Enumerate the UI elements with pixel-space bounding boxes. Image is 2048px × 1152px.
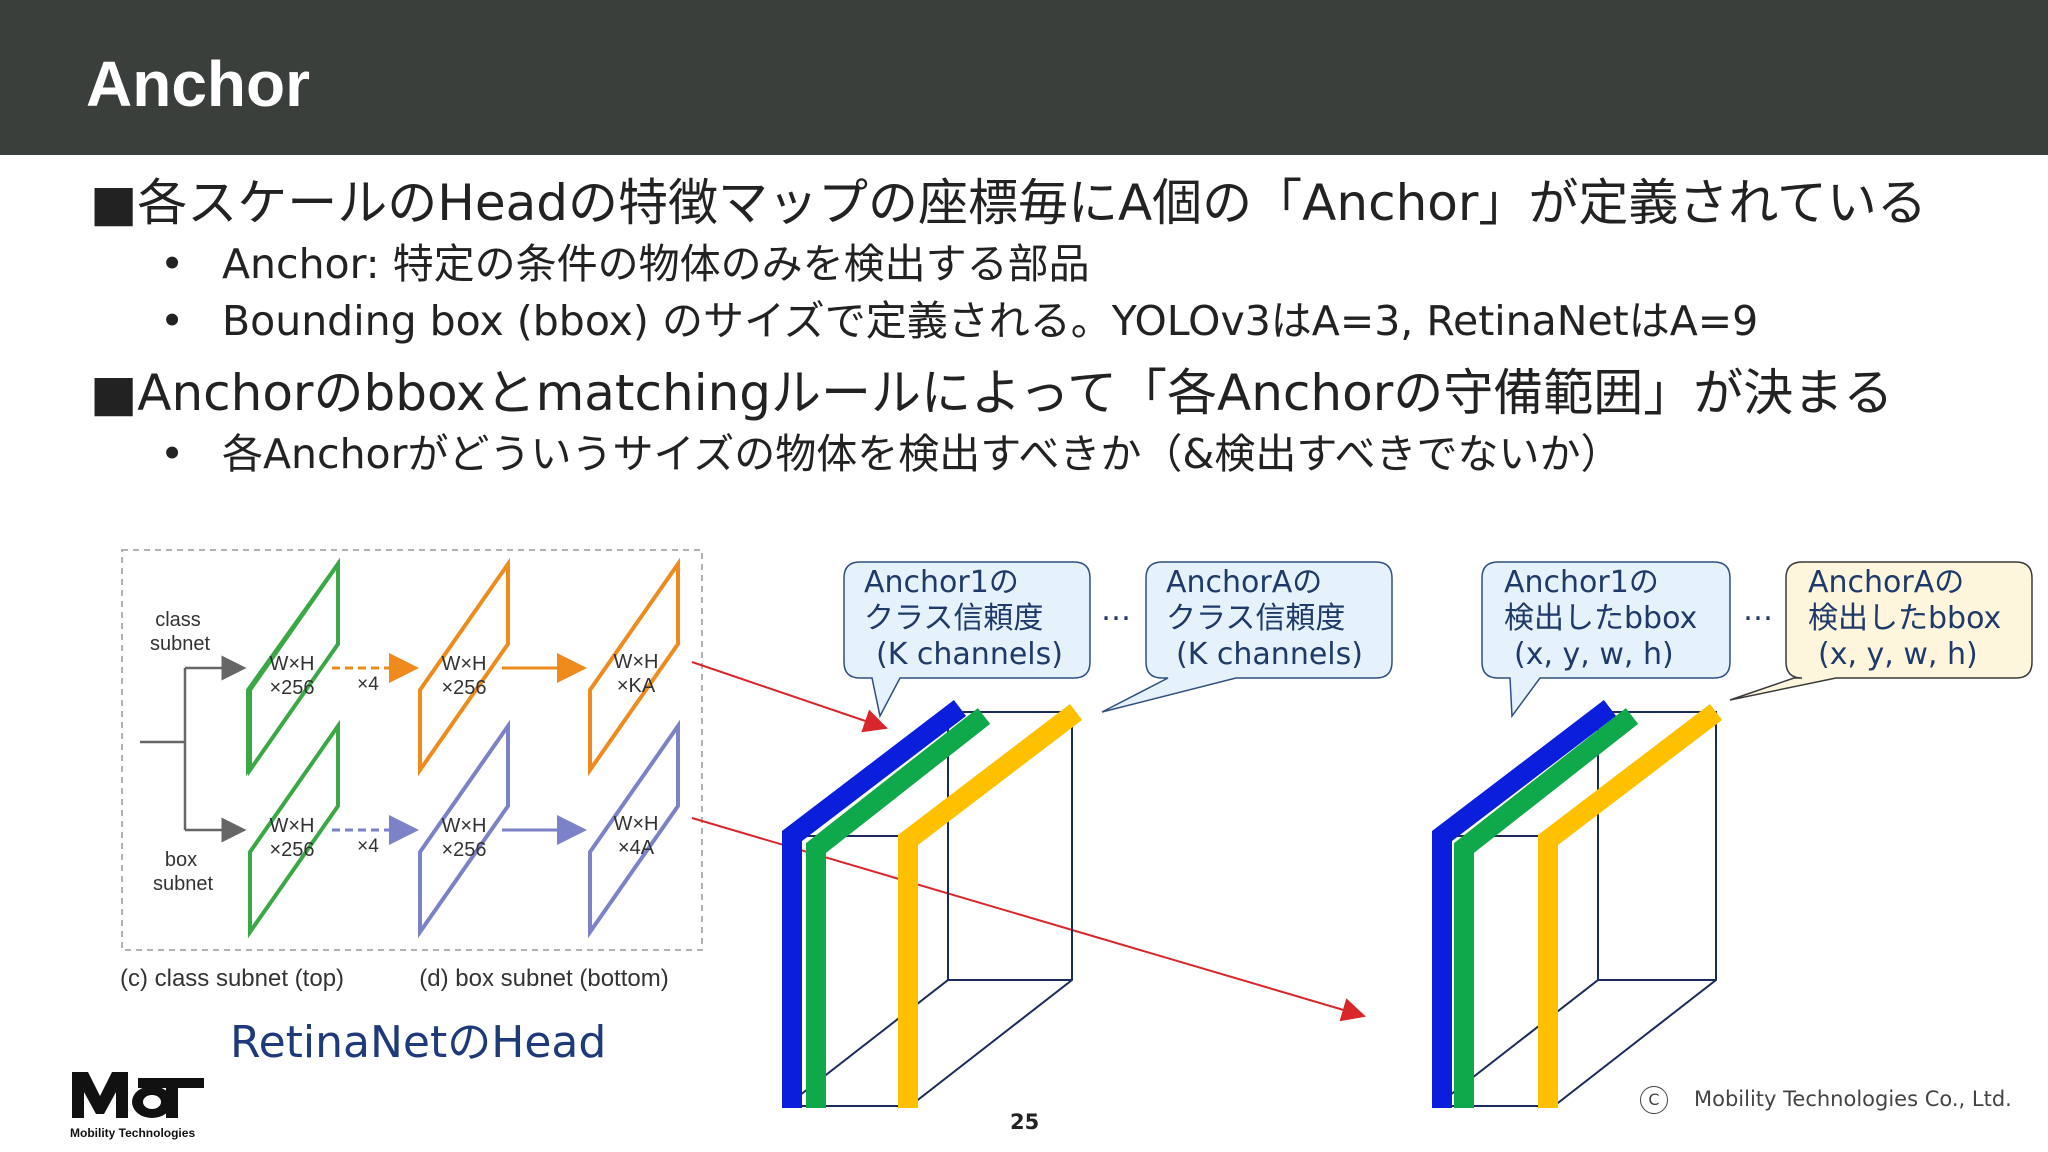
svg-text:検出したbbox: 検出したbbox	[1504, 601, 1697, 636]
class-subnet-label-2: subnet	[150, 633, 210, 655]
bullet-sub-text: 各Anchorがどういうサイズの物体を検出すべきか（&検出すべきでないか）	[222, 430, 1622, 478]
svg-text:×4: ×4	[357, 836, 379, 857]
svg-text:W×H: W×H	[442, 815, 487, 837]
class-block-3	[588, 557, 680, 777]
copyright: C Mobility Technologies Co., Ltd.	[1640, 1086, 2012, 1114]
retinanet-head-caption: RetinaNetのHead	[230, 1017, 607, 1068]
figure-frame	[121, 549, 703, 951]
svg-text:(K channels): (K channels)	[876, 637, 1063, 672]
bullet-main-2: ■Anchorのbboxとmatchingルールによって「各Anchorの守備範…	[90, 364, 1894, 422]
svg-text:クラス信頼度: クラス信頼度	[864, 601, 1043, 636]
svg-text:×256: ×256	[441, 677, 486, 699]
bullet-main-1: ■各スケールのHeadの特徴マップの座標毎にA個の「Anchor」が定義されてい…	[90, 174, 1927, 232]
class-row: W×H ×256 W×H ×256 W×H ×KA ×4	[248, 557, 680, 777]
svg-text:(K channels): (K channels)	[1176, 637, 1363, 672]
retinanet-head-figure: class subnet box subnet W×H ×256 W×H ×25…	[120, 549, 703, 992]
svg-text:×4: ×4	[357, 674, 379, 695]
svg-text:×256: ×256	[269, 677, 314, 699]
bullet-dot: •	[160, 297, 185, 345]
box-row: W×H ×256 W×H ×256 W×H ×4A ×4	[248, 719, 680, 939]
svg-text:W×H: W×H	[614, 651, 659, 673]
cube1-green-slice	[806, 708, 991, 1108]
svg-text:W×H: W×H	[270, 653, 315, 675]
class-block-2	[418, 557, 510, 777]
svg-text:×256: ×256	[441, 839, 486, 861]
box-subnet-label-2: subnet	[153, 873, 213, 895]
sub-caption-c: (c) class subnet (top)	[120, 965, 344, 992]
svg-text:Anchor1の: Anchor1の	[864, 565, 1019, 600]
svg-text:(x, y, w, h): (x, y, w, h)	[1514, 637, 1674, 672]
class-ellipsis: …	[1101, 593, 1131, 628]
svg-text:AnchorAの: AnchorAの	[1166, 565, 1322, 600]
cube2-yellow-slice	[1538, 704, 1723, 1108]
svg-text:W×H: W×H	[442, 653, 487, 675]
svg-text:クラス信頼度: クラス信頼度	[1166, 601, 1345, 636]
bullet-dot: •	[160, 240, 185, 288]
cube2-green-slice	[1454, 708, 1639, 1108]
svg-text:AnchorAの: AnchorAの	[1808, 565, 1964, 600]
class-subnet-label-1: class	[155, 609, 201, 631]
svg-text:Anchor1の: Anchor1の	[1504, 565, 1659, 600]
svg-text:(x, y, w, h): (x, y, w, h)	[1818, 637, 1978, 672]
box-pointer-arrow	[691, 817, 1366, 1022]
copyright-icon: C	[1640, 1086, 1668, 1114]
mot-logo	[72, 1072, 204, 1118]
class-output-cube	[782, 700, 1083, 1108]
bullet-sub-2-1: •各Anchorがどういうサイズの物体を検出すべきか（&検出すべきでないか）	[160, 434, 1622, 475]
svg-text:×256: ×256	[269, 839, 314, 861]
callout-class-anchor1: Anchor1の クラス信頼度 (K channels)	[843, 561, 1091, 719]
callout-box-anchorA: AnchorAの 検出したbbox (x, y, w, h)	[1729, 561, 2033, 701]
bullet-sub-text: Anchor: 特定の条件の物体のみを検出する部品	[222, 240, 1090, 288]
svg-text:W×H: W×H	[614, 813, 659, 835]
svg-text:×4A: ×4A	[618, 837, 655, 859]
bullet-dot: •	[160, 430, 185, 478]
box-output-cube	[1432, 700, 1723, 1108]
bullet-sub-text: Bounding box (bbox) のサイズで定義される。YOLOv3はA=…	[222, 297, 1759, 345]
bullet-sub-1-1: •Anchor: 特定の条件の物体のみを検出する部品	[160, 244, 1090, 285]
callout-box-anchor1: Anchor1の 検出したbbox (x, y, w, h)	[1481, 561, 1731, 719]
box-subnet-label-1: box	[165, 849, 197, 871]
svg-text:検出したbbox: 検出したbbox	[1808, 601, 2001, 636]
svg-text:×KA: ×KA	[617, 675, 656, 697]
svg-text:W×H: W×H	[270, 815, 315, 837]
box-block-3	[588, 719, 680, 939]
box-block-1	[248, 719, 340, 939]
bullet-sub-1-2: •Bounding box (bbox) のサイズで定義される。YOLOv3はA…	[160, 301, 1758, 342]
class-pointer-arrow	[691, 661, 888, 733]
title-bar: Anchor	[0, 0, 2048, 155]
callout-class-anchorA: AnchorAの クラス信頼度 (K channels)	[1101, 561, 1393, 713]
logo-subtext: Mobility Technologies	[70, 1126, 196, 1140]
cube1-blue-slice	[782, 700, 967, 1108]
box-ellipsis: …	[1743, 593, 1773, 628]
cube2-blue-slice	[1432, 700, 1617, 1108]
page-number: 25	[1010, 1110, 1040, 1134]
class-block-1	[248, 557, 340, 777]
cube1-yellow-slice	[898, 704, 1083, 1108]
slide-title: Anchor	[86, 48, 310, 120]
sub-caption-d: (d) box subnet (bottom)	[419, 965, 668, 992]
box-block-2	[418, 719, 510, 939]
copyright-text: Mobility Technologies Co., Ltd.	[1694, 1087, 2012, 1111]
